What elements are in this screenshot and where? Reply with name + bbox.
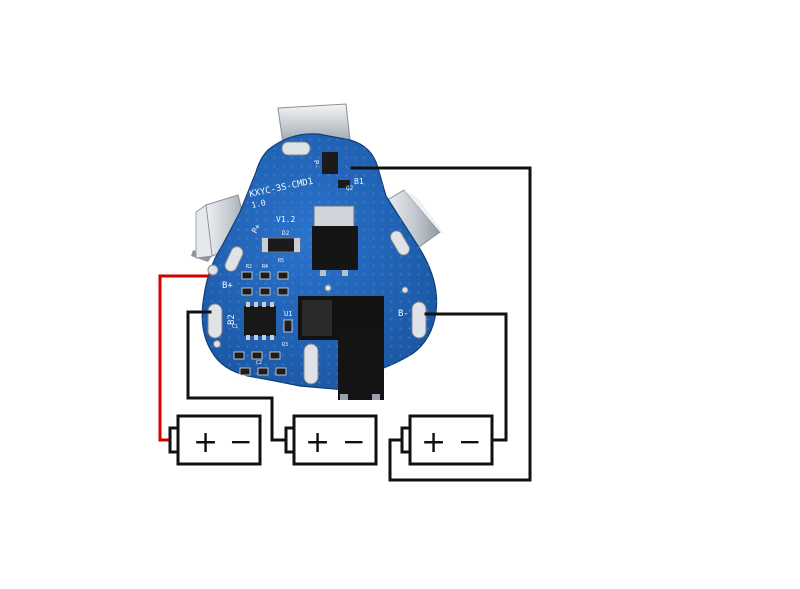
c1-label: C1 xyxy=(232,324,238,330)
battery-1-plus: + xyxy=(193,425,218,460)
board-model-sub-label: 1.0 xyxy=(251,198,267,210)
q2-label: Q2 xyxy=(346,185,354,192)
top-smd-chip xyxy=(322,152,338,174)
r5-label: R5 xyxy=(278,258,284,264)
bms-pcb: KXYC-3S-CMD1 1.0 V1.2 B+ B2 B- B1 P+ P- … xyxy=(201,133,438,400)
board-version-label: V1.2 xyxy=(276,215,295,224)
b1-label: B1 xyxy=(354,177,364,186)
battery-3-plus: + xyxy=(421,425,446,460)
mount-hole xyxy=(324,284,332,292)
protection-ic-u1 xyxy=(244,306,276,336)
p-plus-label: P+ xyxy=(250,222,263,235)
u1-label: U1 xyxy=(284,310,292,318)
left-tab-slot xyxy=(224,246,244,272)
small-smd xyxy=(338,180,350,188)
b-plus-label: B+ xyxy=(222,281,233,291)
b2-label: B2 xyxy=(227,314,237,325)
red-wire-b-plus xyxy=(158,274,210,442)
black-wire-b2 xyxy=(186,310,290,442)
bottom-tab-slot xyxy=(303,343,319,385)
b-minus-label: B- xyxy=(398,309,409,319)
r4-label: R4 xyxy=(262,264,268,270)
b-minus-pad xyxy=(411,301,427,339)
battery-cell-1: + − xyxy=(168,414,262,466)
b-plus-pad xyxy=(207,264,219,276)
smd-resistors xyxy=(233,271,293,376)
battery-cell-2: + − xyxy=(284,414,378,466)
mount-hole xyxy=(401,286,409,294)
battery-1-minus: − xyxy=(229,425,252,458)
battery-cell-3: + − xyxy=(400,414,494,466)
b2-pad xyxy=(207,303,223,339)
mount-hole xyxy=(213,340,221,348)
battery-3-minus: − xyxy=(458,425,481,458)
d2-label: D2 xyxy=(282,230,290,237)
battery-2-minus: − xyxy=(342,425,365,458)
r3-label: R3 xyxy=(282,342,288,348)
top-tab-pad xyxy=(281,141,311,156)
c2-label: C2 xyxy=(256,360,262,366)
r1-label: R1 xyxy=(236,376,242,382)
r2-label: R2 xyxy=(246,264,252,270)
black-wire-b-minus xyxy=(424,312,508,442)
black-wire-b1 xyxy=(350,166,532,482)
mosfet-q2-lower xyxy=(338,330,384,400)
mosfet-q1-body xyxy=(312,226,358,270)
right-tab-slot xyxy=(390,230,410,256)
battery-2-plus: + xyxy=(305,425,330,460)
p-minus-label: P- xyxy=(312,160,320,168)
